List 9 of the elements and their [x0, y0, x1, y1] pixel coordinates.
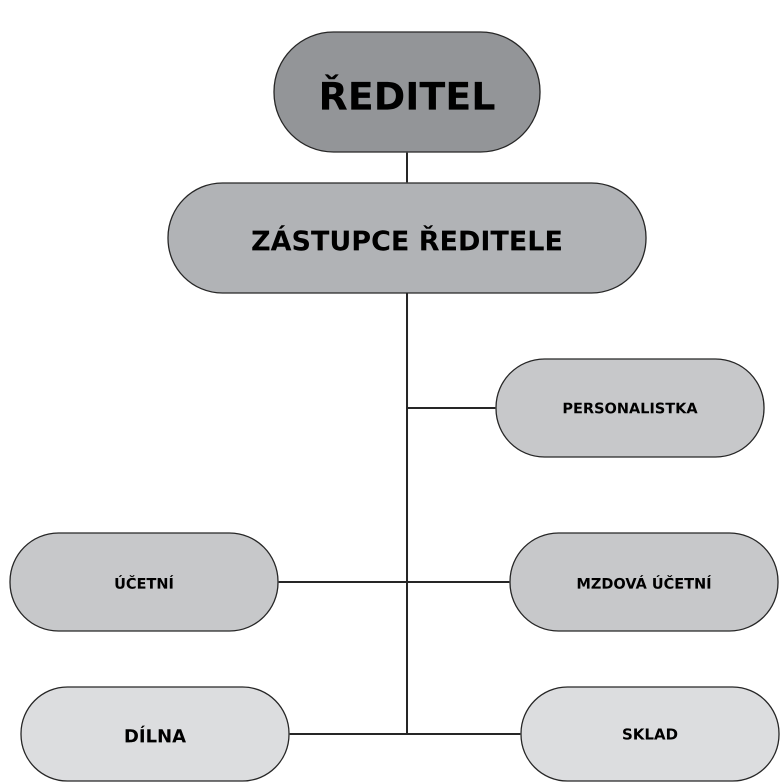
department-box: MZDOVÁ ÚČETNÍ: [509, 532, 779, 632]
deputy-box: ZÁSTUPCE ŘEDITELE: [167, 182, 647, 294]
connector-line: [406, 294, 520, 735]
director-box: ŘEDITEL: [273, 31, 541, 153]
department-box: SKLAD: [520, 686, 780, 782]
department-box: DÍLNA: [20, 686, 290, 782]
connector-line: [406, 152, 408, 182]
department-box: ÚČETNÍ: [9, 532, 279, 632]
department-box: PERSONALISTKA: [495, 358, 765, 458]
